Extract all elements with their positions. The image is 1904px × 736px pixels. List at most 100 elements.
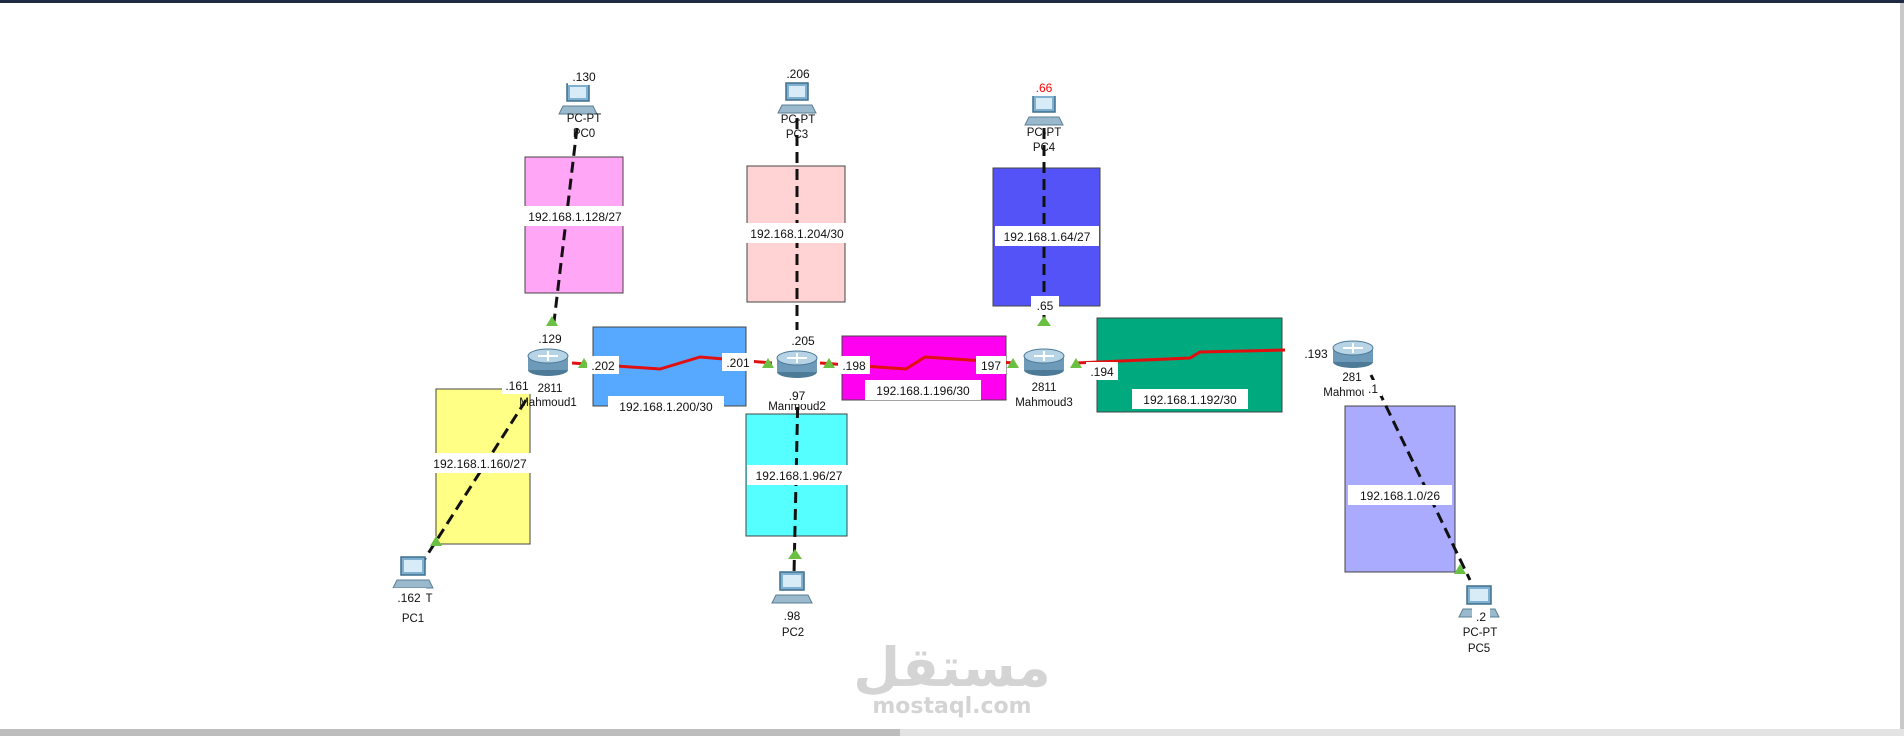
address-label: .201 — [722, 353, 754, 371]
router-mahmoud2[interactable]: Mahmoud2 — [768, 350, 826, 413]
watermark-latin: mostaql.com — [872, 694, 1031, 719]
router-name: Mahmoud2 — [768, 401, 826, 413]
address-text: 197 — [981, 359, 1001, 373]
link-r4-pc5[interactable] — [1369, 374, 1472, 581]
address-text: .202 — [591, 359, 615, 373]
network-label-64: 192.168.1.64/27 — [995, 226, 1099, 246]
pc-pc2[interactable]: P T PC2 — [771, 571, 813, 639]
router-model: 2811 — [538, 383, 563, 395]
address-label: .205 — [786, 331, 820, 349]
pc-icon — [392, 556, 434, 589]
pc-model: PC-PT — [1463, 627, 1498, 639]
router-icon — [776, 350, 818, 378]
pc-model: PC-PT — [1027, 127, 1062, 139]
address-label: 197 — [976, 356, 1006, 374]
router-mahmoud1[interactable]: 2811 Mahmoud1 — [519, 348, 577, 409]
address-label: .194 — [1086, 362, 1118, 380]
address-text: .65 — [1037, 299, 1054, 313]
horizontal-scrollbar-thumb[interactable] — [0, 729, 900, 736]
router-icon — [1332, 340, 1374, 368]
address-label: .130 — [568, 67, 600, 85]
address-text: .97 — [789, 389, 806, 403]
pc-name: PC5 — [1468, 643, 1490, 655]
network-label-0: 192.168.1.0/26 — [1348, 485, 1452, 505]
address-text: .161 — [505, 379, 529, 393]
vertical-scrollbar[interactable] — [1900, 3, 1904, 733]
router-mahmoud3[interactable]: 2811 Mahmoud3 — [1015, 348, 1073, 409]
router-model: 2811 — [1032, 382, 1057, 394]
pc-icon — [558, 83, 598, 115]
address-label: .198 — [838, 356, 870, 374]
network-label-text: 192.168.1.128/27 — [528, 210, 622, 224]
port-indicator — [788, 549, 802, 559]
pc-icon — [777, 82, 817, 114]
address-label: .161 — [502, 376, 532, 394]
network-label-196: 192.168.1.196/30 — [865, 380, 981, 400]
address-text: .2 — [1476, 610, 1486, 624]
address-text: .201 — [726, 356, 750, 370]
router-icon — [527, 348, 569, 376]
address-text: .205 — [791, 334, 815, 348]
address-text: .66 — [1036, 81, 1053, 95]
address-label: .206 — [782, 64, 814, 82]
address-label: .129 — [533, 329, 567, 347]
address-text: .98 — [784, 609, 801, 623]
network-label-192: 192.168.1.192/30 — [1132, 389, 1248, 409]
watermark-arabic: مستقل — [853, 636, 1051, 699]
address-label: .1 — [1364, 380, 1382, 396]
pc-name: PC3 — [786, 129, 808, 141]
network-label-160: 192.168.1.160/27 — [422, 453, 538, 473]
network-label-text: 192.168.1.96/27 — [756, 469, 843, 483]
address-text: .162 — [397, 591, 421, 605]
address-label: .98 — [780, 606, 806, 624]
pc-name: PC0 — [573, 128, 595, 140]
watermark: مستقل mostaql.com — [853, 636, 1051, 719]
pc-pc3[interactable]: PC-PT PC3 — [777, 82, 817, 141]
pc-model: PC-PT — [567, 113, 602, 125]
address-text: .1 — [1368, 382, 1378, 396]
network-label-96: 192.168.1.96/27 — [747, 465, 851, 485]
pc-model: PC-PT — [781, 114, 816, 126]
address-text: .129 — [538, 332, 562, 346]
horizontal-scrollbar[interactable] — [0, 729, 1904, 736]
port-indicator — [1037, 316, 1051, 326]
network-label-text: 192.168.1.192/30 — [1143, 393, 1237, 407]
link-r1-pc1[interactable] — [422, 399, 528, 561]
port-indicator — [1454, 564, 1466, 574]
pc-name: PC1 — [402, 613, 424, 625]
address-text: .206 — [786, 67, 810, 81]
address-label: .193 — [1300, 344, 1332, 362]
network-label-text: 192.168.1.200/30 — [619, 400, 713, 414]
network-label-text: 192.168.1.160/27 — [433, 457, 527, 471]
address-label: .97 — [784, 386, 810, 404]
link-r3-r4-serial[interactable] — [1075, 348, 1286, 365]
network-label-200: 192.168.1.200/30 — [608, 396, 724, 416]
pc-pc0[interactable]: PC-PT PC0 — [558, 83, 602, 140]
network-label-text: 192.168.1.204/30 — [750, 227, 844, 241]
pc-pc1[interactable]: T PC1 — [392, 556, 434, 625]
router-name: Mahmoud1 — [519, 397, 577, 409]
address-label: .66 — [1030, 78, 1058, 96]
address-label: .162 — [392, 588, 426, 606]
router-icon — [1023, 348, 1065, 376]
pc-name: PC2 — [782, 627, 804, 639]
pc-name: PC4 — [1033, 142, 1056, 154]
router-model: 281 — [1342, 372, 1361, 384]
network-label-text: 192.168.1.196/30 — [876, 384, 970, 398]
port-indicator — [430, 536, 442, 546]
port-indicator — [546, 316, 558, 326]
link-pc0-r1[interactable] — [552, 127, 579, 323]
address-text: .198 — [842, 359, 866, 373]
pc-icon — [1024, 94, 1064, 126]
network-label-204: 192.168.1.204/30 — [739, 223, 855, 243]
port-indicator — [1007, 358, 1019, 368]
address-text: .194 — [1090, 365, 1114, 379]
address-label: .2 — [1472, 608, 1490, 624]
port-indicator — [762, 358, 774, 368]
pc-model: T — [425, 593, 432, 605]
window-top-border — [0, 0, 1904, 3]
pc-pc4[interactable]: PC-PT PC4 — [1024, 94, 1064, 154]
port-indicator — [823, 358, 835, 368]
